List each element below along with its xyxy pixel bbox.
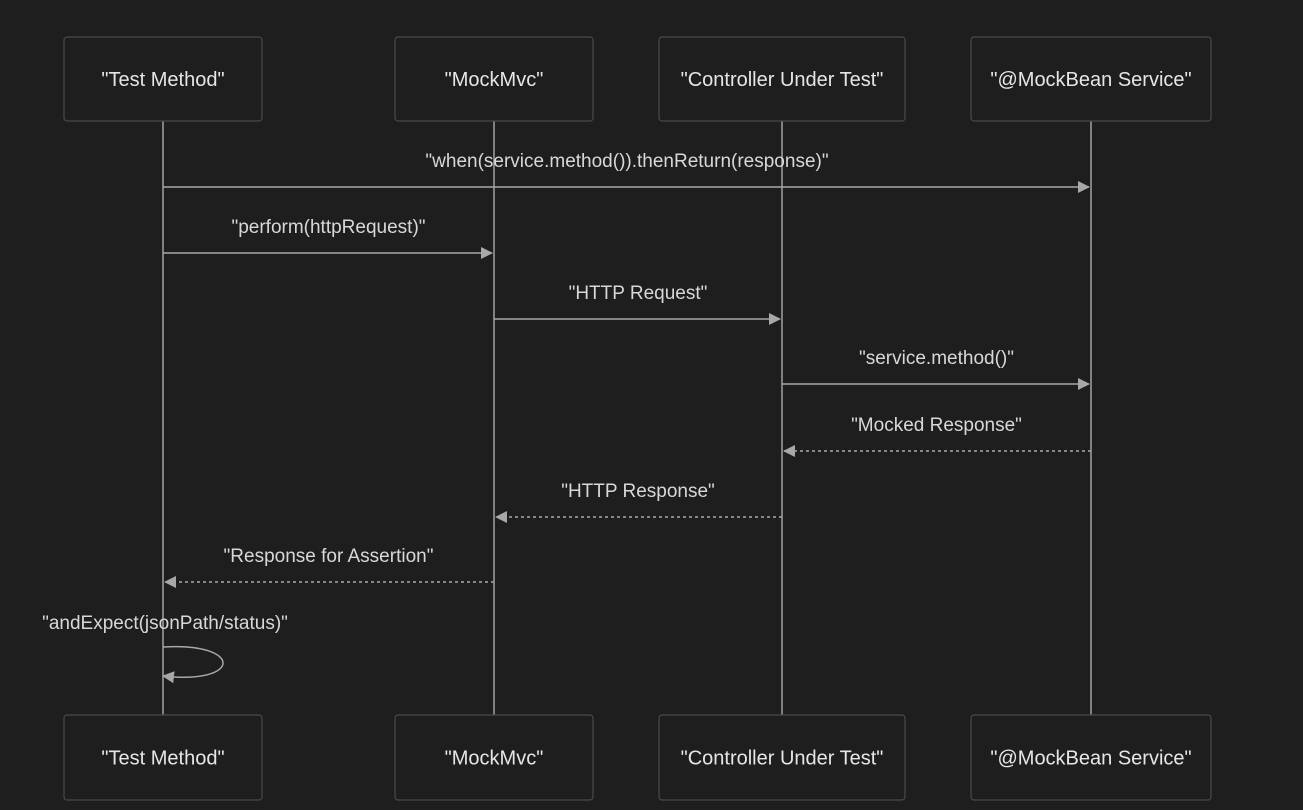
actor-label: "MockMvc" xyxy=(445,748,544,770)
actor-box xyxy=(63,36,263,122)
message: "perform(httpRequest)" xyxy=(163,217,493,259)
actor-svc-bottom: "@MockBean Service" xyxy=(970,714,1212,801)
message: "service.method()" xyxy=(782,348,1090,390)
actor-ctrl-bottom: "Controller Under Test" xyxy=(658,714,906,801)
message: "HTTP Response" xyxy=(495,481,782,523)
actor-box xyxy=(394,714,594,801)
actor-box xyxy=(970,714,1212,801)
actor-mvc-bottom: "MockMvc" xyxy=(394,714,594,801)
message-label: "HTTP Request" xyxy=(569,283,708,304)
message: "Response for Assertion" xyxy=(164,546,494,588)
actor-box xyxy=(970,36,1212,122)
message-label: "Mocked Response" xyxy=(851,415,1022,436)
message: "when(service.method()).thenReturn(respo… xyxy=(163,151,1090,193)
message-label: "service.method()" xyxy=(859,348,1014,369)
actor-label: "Controller Under Test" xyxy=(681,69,884,91)
message-arrow xyxy=(162,645,224,684)
actor-label: "Test Method" xyxy=(101,748,224,770)
actor-box xyxy=(63,714,263,801)
message-label: "when(service.method()).thenReturn(respo… xyxy=(425,151,828,172)
message-label: "HTTP Response" xyxy=(561,481,715,502)
actor-label: "MockMvc" xyxy=(445,69,544,91)
actor-label: "Controller Under Test" xyxy=(681,748,884,770)
actor-ctrl-top: "Controller Under Test" xyxy=(658,36,906,122)
message: "HTTP Request" xyxy=(494,283,781,325)
message-label: "perform(httpRequest)" xyxy=(231,217,425,238)
message-label: "andExpect(jsonPath/status)" xyxy=(42,613,288,634)
actors-bottom: "Test Method" "MockMvc" "Controller Under … xyxy=(63,714,1212,801)
actor-svc-top: "@MockBean Service" xyxy=(970,36,1212,122)
actor-mvc-top: "MockMvc" xyxy=(394,36,594,122)
actor-test-bottom: "Test Method" xyxy=(63,714,263,801)
actor-box xyxy=(658,36,906,122)
messages: "when(service.method()).thenReturn(respo… xyxy=(42,151,1091,684)
actor-box xyxy=(658,714,906,801)
message: "Mocked Response" xyxy=(783,415,1091,457)
actor-label: "Test Method" xyxy=(101,69,224,91)
actor-label: "@MockBean Service" xyxy=(990,748,1191,770)
actor-box xyxy=(394,36,594,122)
message-label: "Response for Assertion" xyxy=(224,546,434,567)
lifelines xyxy=(162,121,1092,715)
actor-test-top: "Test Method" xyxy=(63,36,263,122)
actors-top: "Test Method" "MockMvc" "Controller Under … xyxy=(63,36,1212,122)
actor-label: "@MockBean Service" xyxy=(990,69,1191,91)
message: "andExpect(jsonPath/status)" xyxy=(42,613,288,684)
